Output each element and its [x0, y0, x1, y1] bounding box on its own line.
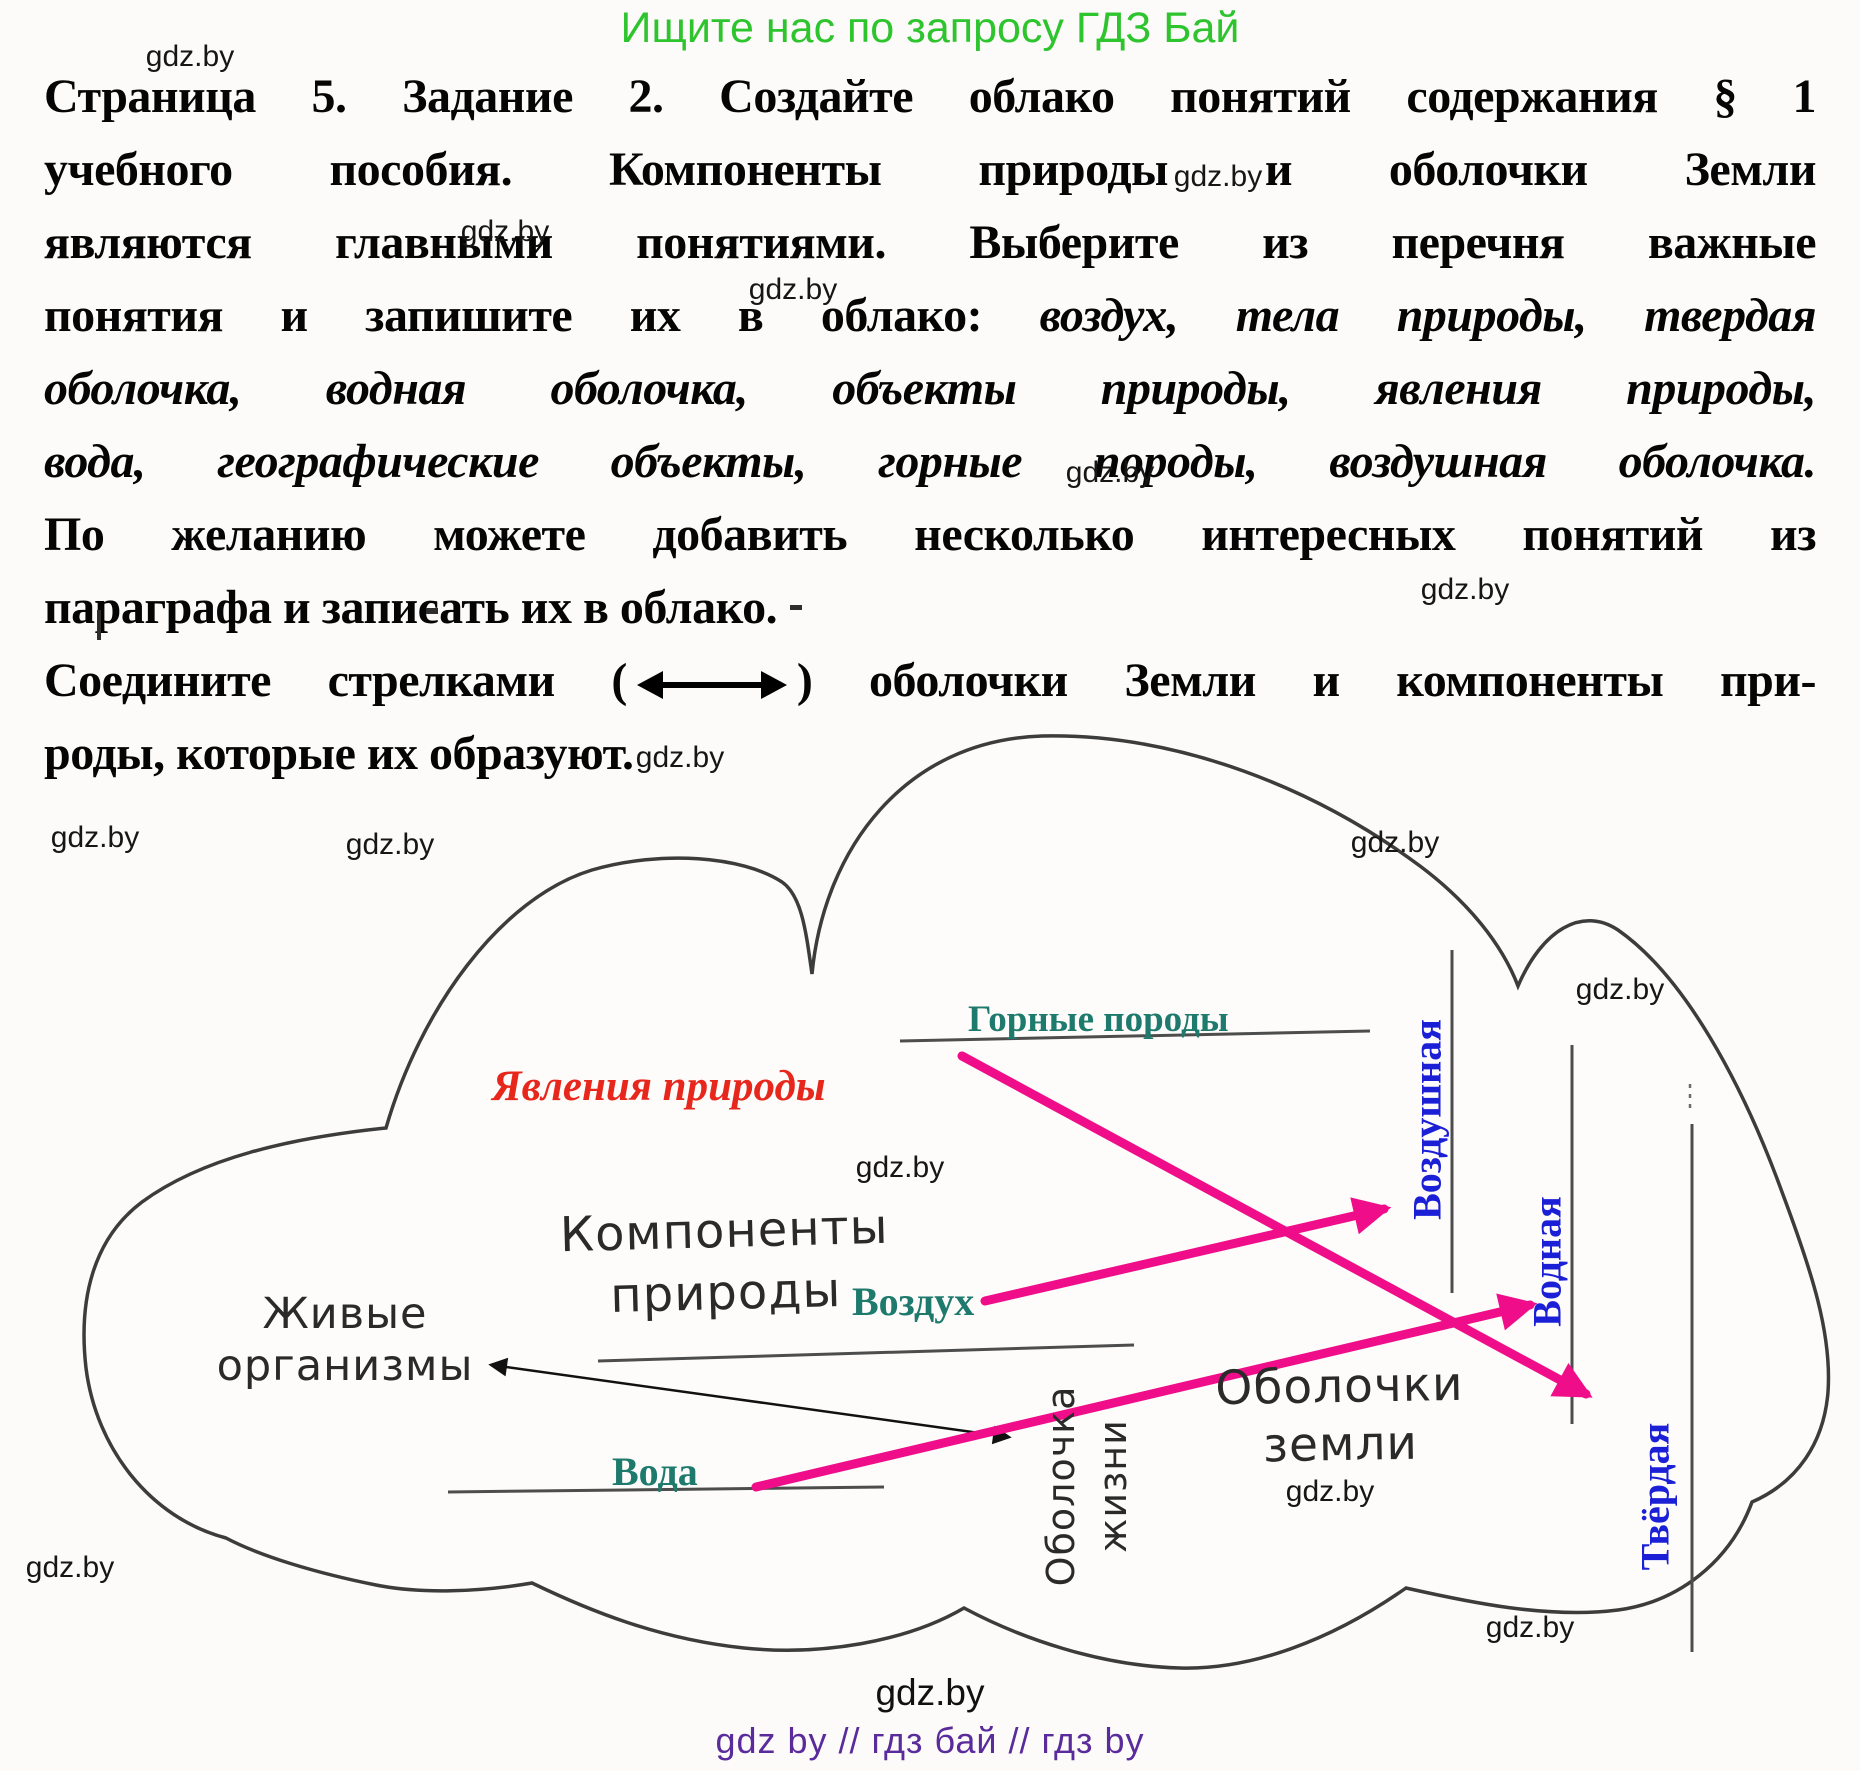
watermark: gdz.by: [855, 1151, 945, 1184]
task-line-10-text: роды, которые их образуют.: [44, 727, 634, 780]
task-line-4-text: понятия и запишите их в облако:: [44, 289, 1040, 342]
watermark: gdz.by: [1065, 456, 1155, 489]
task-line-9-text-b: ) оболочки Земли и компоненты при-: [796, 654, 1817, 707]
task-line-1: Страница 5. Задание 2. Создайте облако п…: [44, 60, 1817, 133]
label-water: Вода: [612, 1449, 698, 1494]
task-line-2: учебного пособия. Компоненты природы и о…: [44, 133, 1817, 206]
label-life-shell: Оболочка жизни: [1035, 1321, 1139, 1651]
task-line-7: По желанию можете добавить несколько инт…: [44, 498, 1817, 571]
task-line-4: понятия и запишите их в облако: воздух, …: [44, 279, 1817, 352]
crop-artifact-3: [790, 605, 802, 610]
blank-line-rocks[interactable]: [899, 1029, 1371, 1043]
task-line-8-text: параграфа и записать их в облако.: [44, 581, 778, 634]
label-components-line1: Компоненты: [559, 1198, 890, 1264]
footer-site: gdz.by: [875, 1672, 985, 1713]
task-line-7-text: По желанию можете добавить несколько инт…: [44, 508, 1817, 561]
task-line-10: роды, которые их образуют.: [44, 717, 1816, 790]
task-line-1-text: Страница 5. Задание 2. Создайте облако п…: [44, 70, 1817, 123]
watermark: gdz.by: [1485, 1611, 1575, 1644]
watermark: gdz.by: [1285, 1475, 1375, 1508]
label-shells-line1: Оболочки: [1214, 1356, 1465, 1417]
promo-banner: Ищите нас по запросу ГДЗ Бай: [620, 4, 1240, 52]
arrow-air-to-airshell: [980, 1197, 1392, 1306]
watermark: gdz.by: [145, 40, 235, 73]
task-line-6: вода, географические объекты, горные пор…: [44, 425, 1817, 498]
watermark: gdz.by: [635, 741, 725, 774]
watermark: gdz.by: [460, 215, 550, 248]
crop-artifact-2: [426, 608, 438, 614]
watermark: gdz.by: [1173, 160, 1263, 193]
arrow-water-to-watershell: [751, 1293, 1538, 1492]
task-line-5: оболочка, водная оболочка, объекты приро…: [44, 352, 1817, 425]
label-rocks: Горные породы: [968, 999, 1229, 1040]
watermark: gdz.by: [1350, 826, 1440, 859]
arrow-rocks-to-solid: [957, 1051, 1593, 1399]
task-line-8: параграфа и записать их в облако.: [44, 571, 1816, 644]
label-phenomena: Явления природы: [492, 1063, 826, 1110]
watermark: gdz.by: [25, 1551, 115, 1584]
label-earth-shells: Оболочки земли: [1204, 1356, 1476, 1477]
task-line-5-text: оболочка, водная оболочка, объекты приро…: [44, 362, 1817, 415]
task-line-6-text: вода, географические объекты, горные пор…: [44, 435, 1817, 488]
label-shells-line2: земли: [1262, 1415, 1419, 1474]
watermark: gdz.by: [1420, 573, 1510, 606]
label-living-line1: Живые: [262, 1289, 428, 1339]
task-line-3-text: являются главными понятиями. Выберите из…: [44, 216, 1817, 269]
watermark: gdz.by: [1575, 973, 1665, 1006]
footer-links: gdz by // гдз бай // гдз by: [715, 1720, 1145, 1761]
label-life-shell-line1: Оболочка: [1039, 1385, 1083, 1587]
blank-line-water[interactable]: [447, 1485, 885, 1494]
label-solid-shell: Твёрдая: [1632, 1422, 1678, 1571]
label-air: Воздух: [852, 1279, 975, 1324]
task-paragraph: Страница 5. Задание 2. Создайте облако п…: [44, 60, 1817, 790]
task-line-2-text: учебного пособия. Компоненты природы и о…: [44, 143, 1817, 196]
label-air-shell: Воздушная: [1404, 1019, 1450, 1220]
label-water-shell: Водная: [1524, 1196, 1570, 1327]
crop-artifact-1: [97, 610, 101, 640]
label-living-line2: организмы: [216, 1341, 474, 1391]
double-arrow-icon: [636, 669, 787, 701]
task-line-4-italic: воздух, тела природы, твердая: [1039, 289, 1817, 342]
arrow-living-lifeshell: [488, 1357, 1012, 1445]
task-line-9: Соедините стрелками ( ) оболочки Земли и …: [44, 644, 1817, 717]
watermark: gdz.by: [50, 821, 140, 854]
task-line-9-text: Соедините стрелками (: [44, 654, 627, 707]
task-line-3: являются главными понятиями. Выберите из…: [44, 206, 1817, 279]
watermark: gdz.by: [748, 273, 838, 306]
label-living-organisms: Живые организмы: [200, 1288, 490, 1392]
watermark: gdz.by: [345, 828, 435, 861]
label-life-shell-line2: жизни: [1091, 1419, 1135, 1553]
